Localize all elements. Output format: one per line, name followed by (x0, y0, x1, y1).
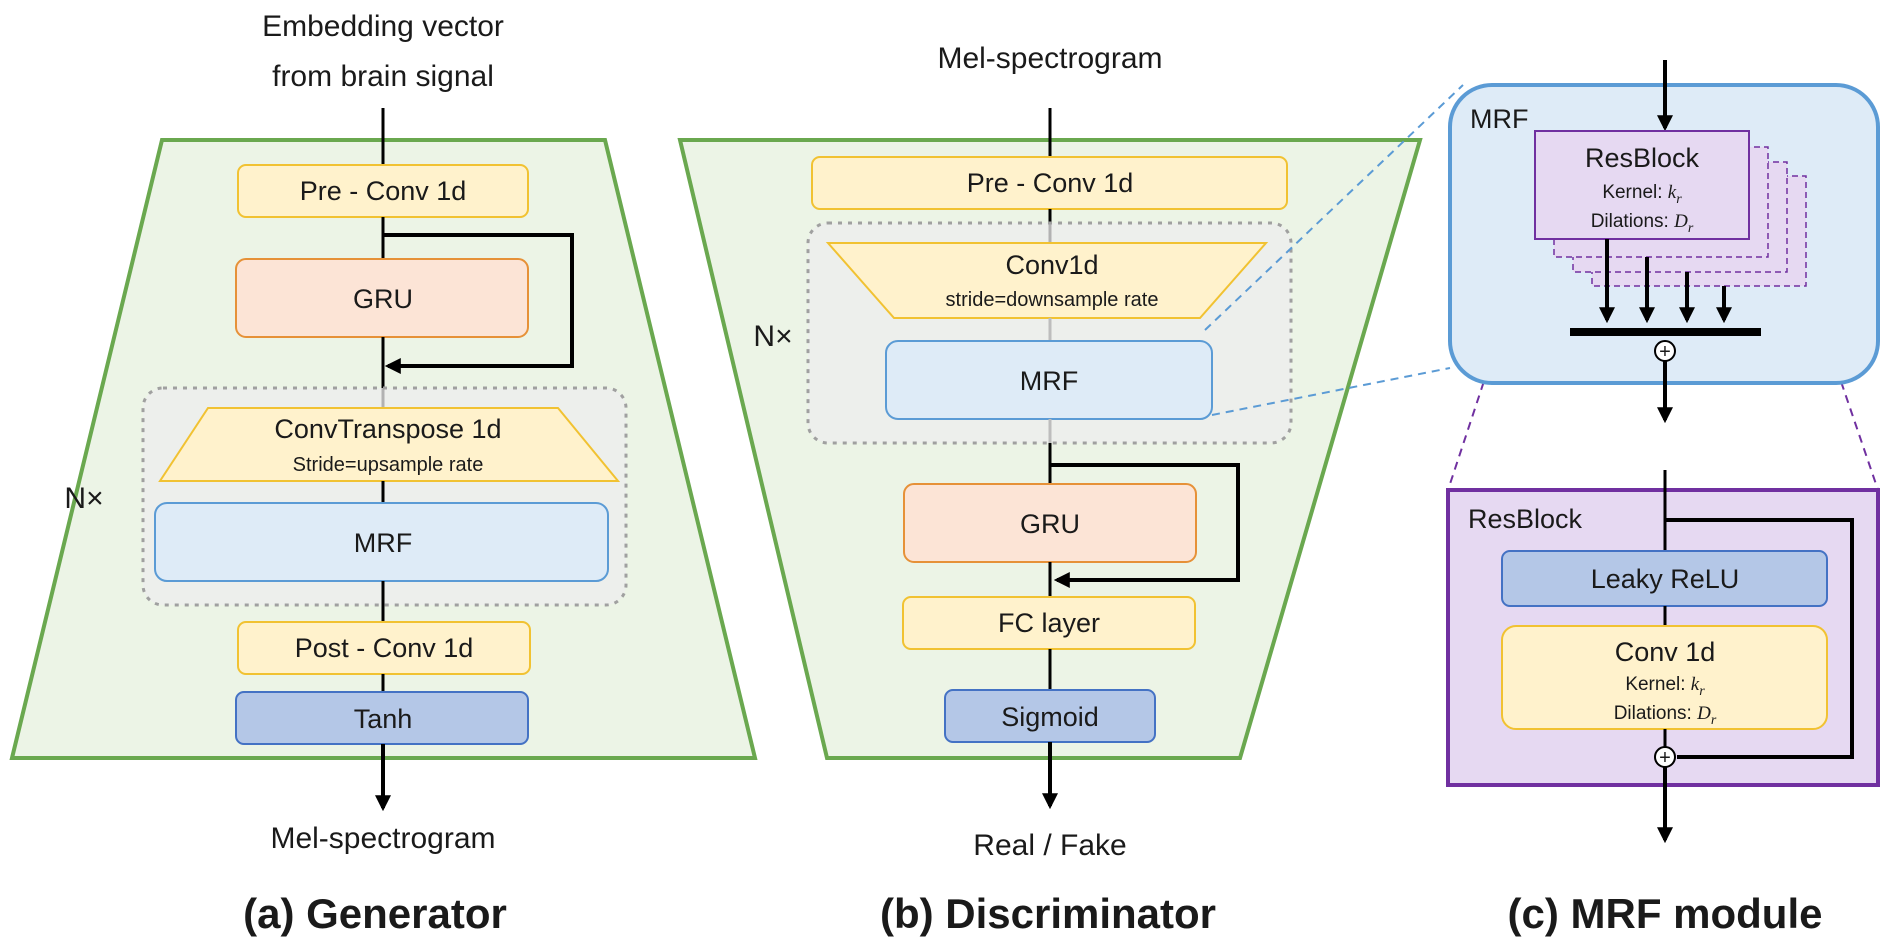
generator-input-label-line1: Embedding vector (262, 10, 504, 43)
resblock-conv-kernel: Kernel: kr (1625, 674, 1705, 699)
resblock-leaky-relu-label: Leaky ReLU (1591, 564, 1740, 594)
generator-caption: (a) Generator (243, 890, 507, 937)
mrf-zoom-line-top (1204, 84, 1464, 331)
generator-panel: Embedding vector from brain signal Pre -… (9, 10, 758, 937)
discriminator-nx-label: N× (753, 320, 792, 353)
mrf-module-panel: MRF ResBlock Kernel: kr Dilations: Dr + … (1204, 60, 1880, 937)
generator-gru-label: GRU (353, 284, 413, 314)
discriminator-fc-label: FC layer (998, 608, 1100, 638)
discriminator-conv1d-shape (825, 242, 1269, 319)
discriminator-gru-skip-arrow (1050, 463, 1240, 588)
resblock-skip-connection (1665, 518, 1854, 759)
mrf-resblock-label: ResBlock (1585, 143, 1700, 173)
generator-mrf-label: MRF (354, 528, 412, 558)
discriminator-caption: (b) Discriminator (880, 890, 1216, 937)
mrf-sum-bar (1570, 328, 1761, 336)
discriminator-panel: Mel-spectrogram Pre - Conv 1d N× Conv1d … (677, 42, 1423, 937)
resblock-conv-dilation: Dilations: Dr (1614, 703, 1717, 728)
generator-conv-transpose-shape (158, 407, 621, 482)
generator-tanh-label: Tanh (354, 704, 413, 734)
generator-post-conv-label: Post - Conv 1d (295, 633, 474, 663)
discriminator-mrf-label: MRF (1020, 366, 1078, 396)
mrf-zoom-line-bottom (1211, 367, 1451, 416)
mrf-front-resblock (1534, 130, 1750, 240)
mrf-resblock-kernel: Kernel: kr (1602, 182, 1682, 207)
discriminator-gru-label: GRU (1020, 509, 1080, 539)
resblock-detail-title: ResBlock (1468, 504, 1583, 534)
discriminator-sigmoid-label: Sigmoid (1001, 702, 1099, 732)
generator-nx-label: N× (64, 482, 103, 515)
resblock-conv-label: Conv 1d (1615, 637, 1716, 667)
generator-gru-skip-arrow (383, 233, 574, 374)
resblock-sum-plus: + (1659, 747, 1671, 769)
discriminator-conv1d-label: Conv1d (1005, 250, 1098, 280)
mrf-sum-plus: + (1659, 341, 1671, 363)
generator-conv-transpose-label: ConvTranspose 1d (274, 414, 501, 444)
discriminator-conv1d-sub: stride=downsample rate (946, 289, 1159, 311)
mrf-module-title: MRF (1470, 104, 1528, 134)
mrf-module-caption: (c) MRF module (1508, 890, 1823, 937)
generator-conv-transpose-sub: Stride=upsample rate (293, 454, 484, 476)
discriminator-input-label: Mel-spectrogram (937, 42, 1162, 75)
generator-input-label-line2: from brain signal (272, 60, 494, 93)
mrf-resblock-dilation: Dilations: Dr (1591, 211, 1694, 236)
generator-pre-conv-label: Pre - Conv 1d (300, 176, 467, 206)
discriminator-pre-conv-label: Pre - Conv 1d (967, 168, 1134, 198)
generator-output-label: Mel-spectrogram (270, 822, 495, 855)
discriminator-output-label: Real / Fake (973, 829, 1126, 862)
